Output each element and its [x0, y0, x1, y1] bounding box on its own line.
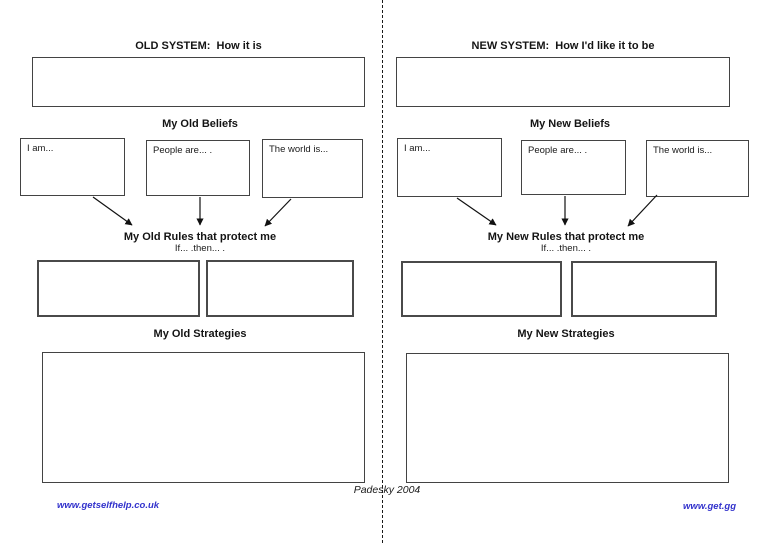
belief-label: The world is...: [653, 145, 713, 156]
system-box[interactable]: [32, 57, 365, 107]
rule-box-2[interactable]: [571, 261, 717, 317]
arrow-right-1: [456, 197, 497, 226]
footer-credit: Padesky 2004: [353, 484, 421, 496]
arrow-left-3: [264, 198, 292, 227]
beliefs-heading: My New Beliefs: [529, 118, 611, 130]
strategies-box[interactable]: [406, 353, 729, 483]
rules-subheading: If... .then... .: [174, 243, 226, 254]
page-divider: [382, 0, 383, 543]
arrow-left-1: [92, 196, 133, 226]
belief-label: I am...: [27, 143, 54, 154]
belief-box-world-is[interactable]: The world is...: [262, 139, 363, 198]
beliefs-heading: My Old Beliefs: [162, 118, 238, 130]
rule-box-1[interactable]: [401, 261, 562, 317]
system-box[interactable]: [396, 57, 730, 107]
belief-label: The world is...: [269, 144, 329, 155]
strategies-heading: My New Strategies: [517, 328, 615, 340]
rules-subheading: If... .then... .: [540, 243, 592, 254]
rules-heading: My Old Rules that protect me: [123, 231, 277, 243]
belief-box-people-are[interactable]: People are... .: [146, 140, 250, 196]
rule-box-2[interactable]: [206, 260, 354, 317]
rules-heading: My New Rules that protect me: [487, 231, 645, 243]
arrow-right-3: [627, 194, 658, 227]
rule-box-1[interactable]: [37, 260, 200, 317]
footer-left-link[interactable]: www.getselfhelp.co.uk: [57, 500, 160, 511]
panel-title: OLD SYSTEM: How it is: [135, 40, 262, 52]
belief-label: I am...: [404, 143, 431, 154]
belief-box-i-am[interactable]: I am...: [20, 138, 125, 196]
belief-box-world-is[interactable]: The world is...: [646, 140, 749, 197]
strategies-heading: My Old Strategies: [153, 328, 247, 340]
belief-label: People are... .: [153, 145, 213, 156]
belief-label: People are... .: [528, 145, 588, 156]
footer-right-link[interactable]: www.get.gg: [683, 501, 736, 512]
strategies-box[interactable]: [42, 352, 365, 483]
panel-title: NEW SYSTEM: How I'd like it to be: [471, 40, 655, 52]
belief-box-i-am[interactable]: I am...: [397, 138, 502, 197]
belief-box-people-are[interactable]: People are... .: [521, 140, 626, 195]
